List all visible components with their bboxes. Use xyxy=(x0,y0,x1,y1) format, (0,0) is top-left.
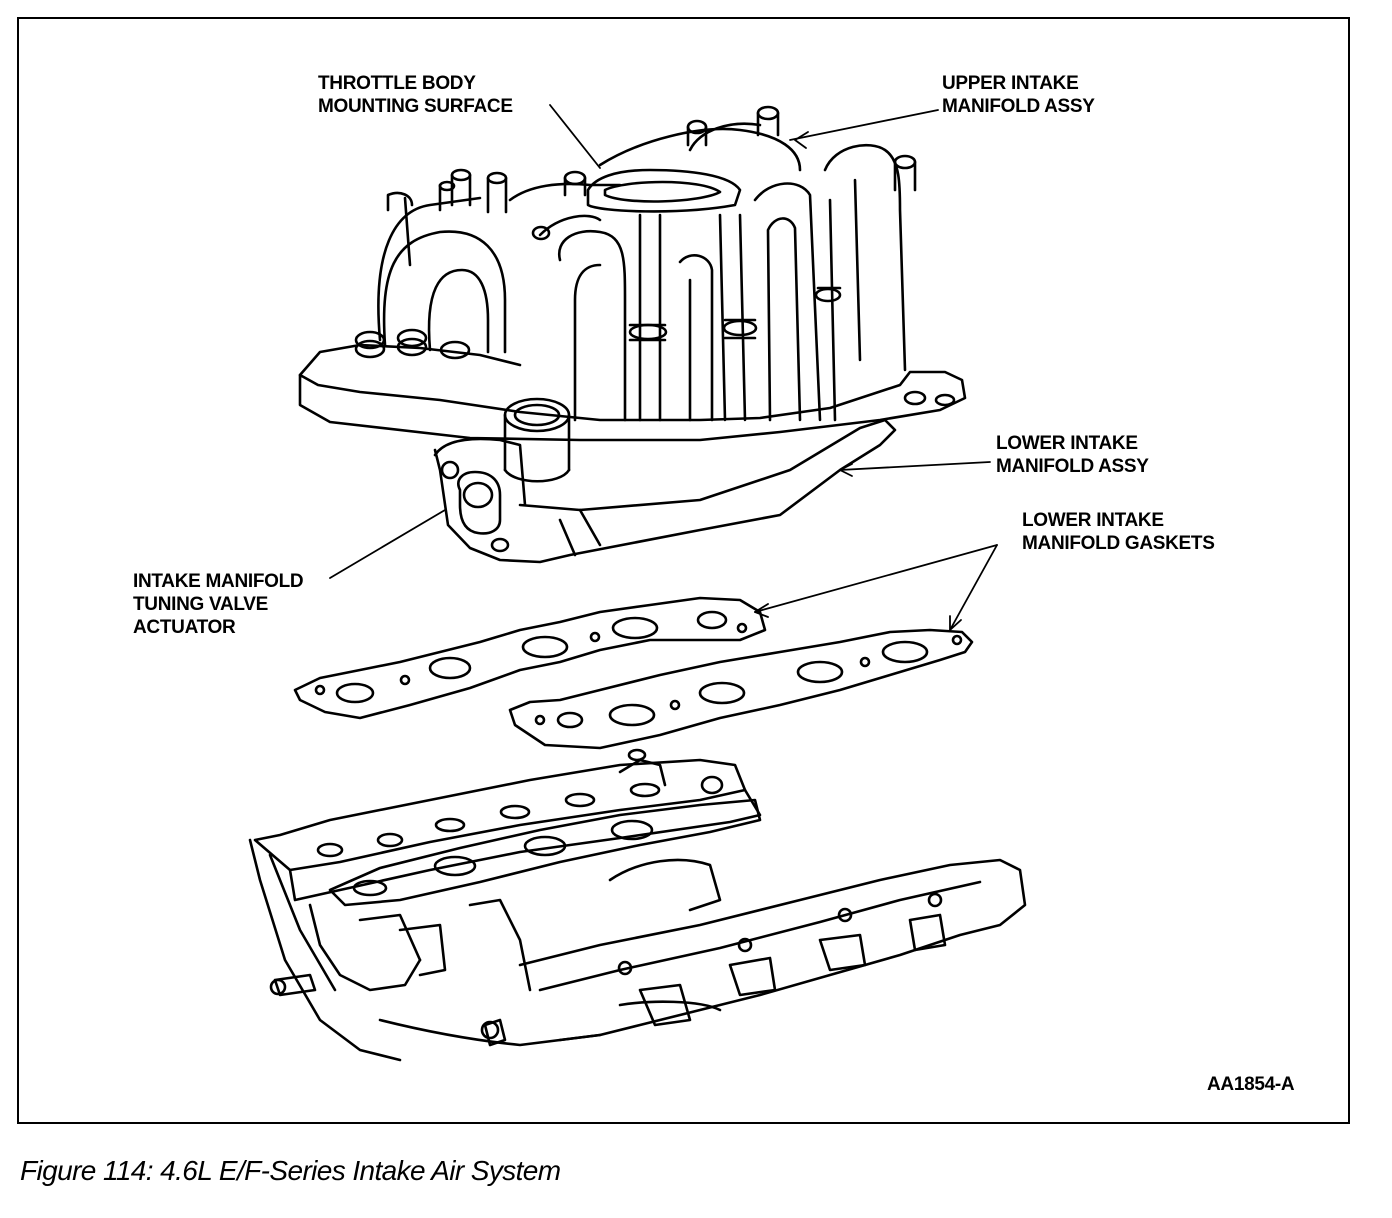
label-lower-intake-manifold-gaskets: LOWER INTAKE MANIFOLD GASKETS xyxy=(1022,510,1215,554)
figure-id: AA1854-A xyxy=(1207,1074,1295,1095)
lower-intake-gaskets xyxy=(293,596,974,750)
lower-intake-manifold xyxy=(433,397,897,564)
label-throttle-body-mounting-surface: THROTTLE BODY MOUNTING SURFACE xyxy=(318,73,513,117)
label-lower-intake-manifold-assy: LOWER INTAKE MANIFOLD ASSY xyxy=(996,433,1149,477)
label-tuning-valve-actuator: INTAKE MANIFOLD TUNING VALVE ACTUATOR xyxy=(133,571,304,638)
upper-intake-manifold xyxy=(298,105,967,442)
figure-caption: Figure 114: 4.6L E/F-Series Intake Air S… xyxy=(20,1155,561,1186)
leader-lines xyxy=(329,104,998,631)
label-upper-intake-manifold-assy: UPPER INTAKE MANIFOLD ASSY xyxy=(942,73,1095,117)
engine-block xyxy=(248,748,1027,1062)
